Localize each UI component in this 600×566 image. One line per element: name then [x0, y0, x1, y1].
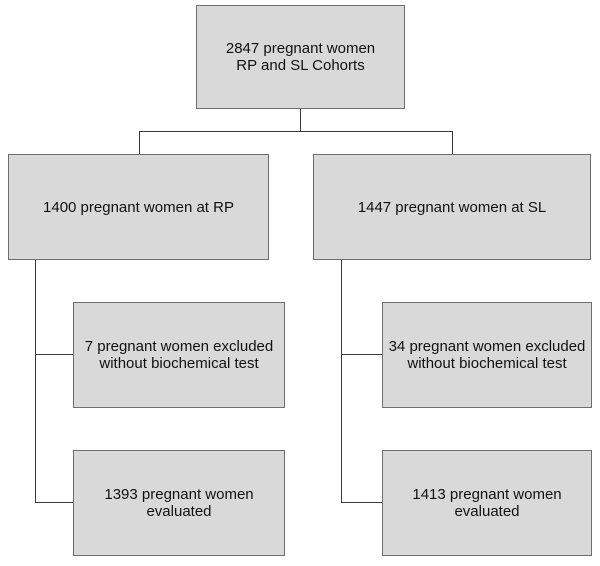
- left-evaluated-text: 1393 pregnant women evaluated: [104, 486, 254, 520]
- right-excluded-text: 34 pregnant women excluded without bioch…: [388, 338, 586, 372]
- right-evaluated-box: 1413 pregnant women evaluated: [382, 450, 592, 556]
- right-evaluated-text: 1413 pregnant women evaluated: [412, 486, 562, 520]
- connector-right-to-excluded: [341, 354, 382, 355]
- connector-right-to-evaluated: [341, 502, 382, 503]
- left-cohort-box: 1400 pregnant women at RP: [8, 154, 269, 260]
- left-cohort-text: 1400 pregnant women at RP: [43, 198, 234, 216]
- right-cohort-box: 1447 pregnant women at SL: [313, 154, 591, 260]
- connector-branch-horizontal: [139, 131, 453, 132]
- right-excluded-box: 34 pregnant women excluded without bioch…: [382, 302, 592, 408]
- left-excluded-text: 7 pregnant women excluded without bioche…: [84, 338, 274, 372]
- root-text: 2847 pregnant women RP and SL Cohorts: [225, 40, 376, 74]
- connector-root-down: [300, 109, 301, 131]
- connector-right-trunk: [341, 260, 342, 503]
- connector-branch-right-down: [452, 131, 453, 154]
- connector-left-trunk: [35, 260, 36, 503]
- left-excluded-box: 7 pregnant women excluded without bioche…: [73, 302, 285, 408]
- root-box: 2847 pregnant women RP and SL Cohorts: [196, 5, 405, 109]
- connector-left-to-excluded: [35, 354, 73, 355]
- connector-left-to-evaluated: [35, 502, 73, 503]
- connector-branch-left-down: [139, 131, 140, 154]
- right-cohort-text: 1447 pregnant women at SL: [357, 198, 547, 216]
- left-evaluated-box: 1393 pregnant women evaluated: [73, 450, 285, 556]
